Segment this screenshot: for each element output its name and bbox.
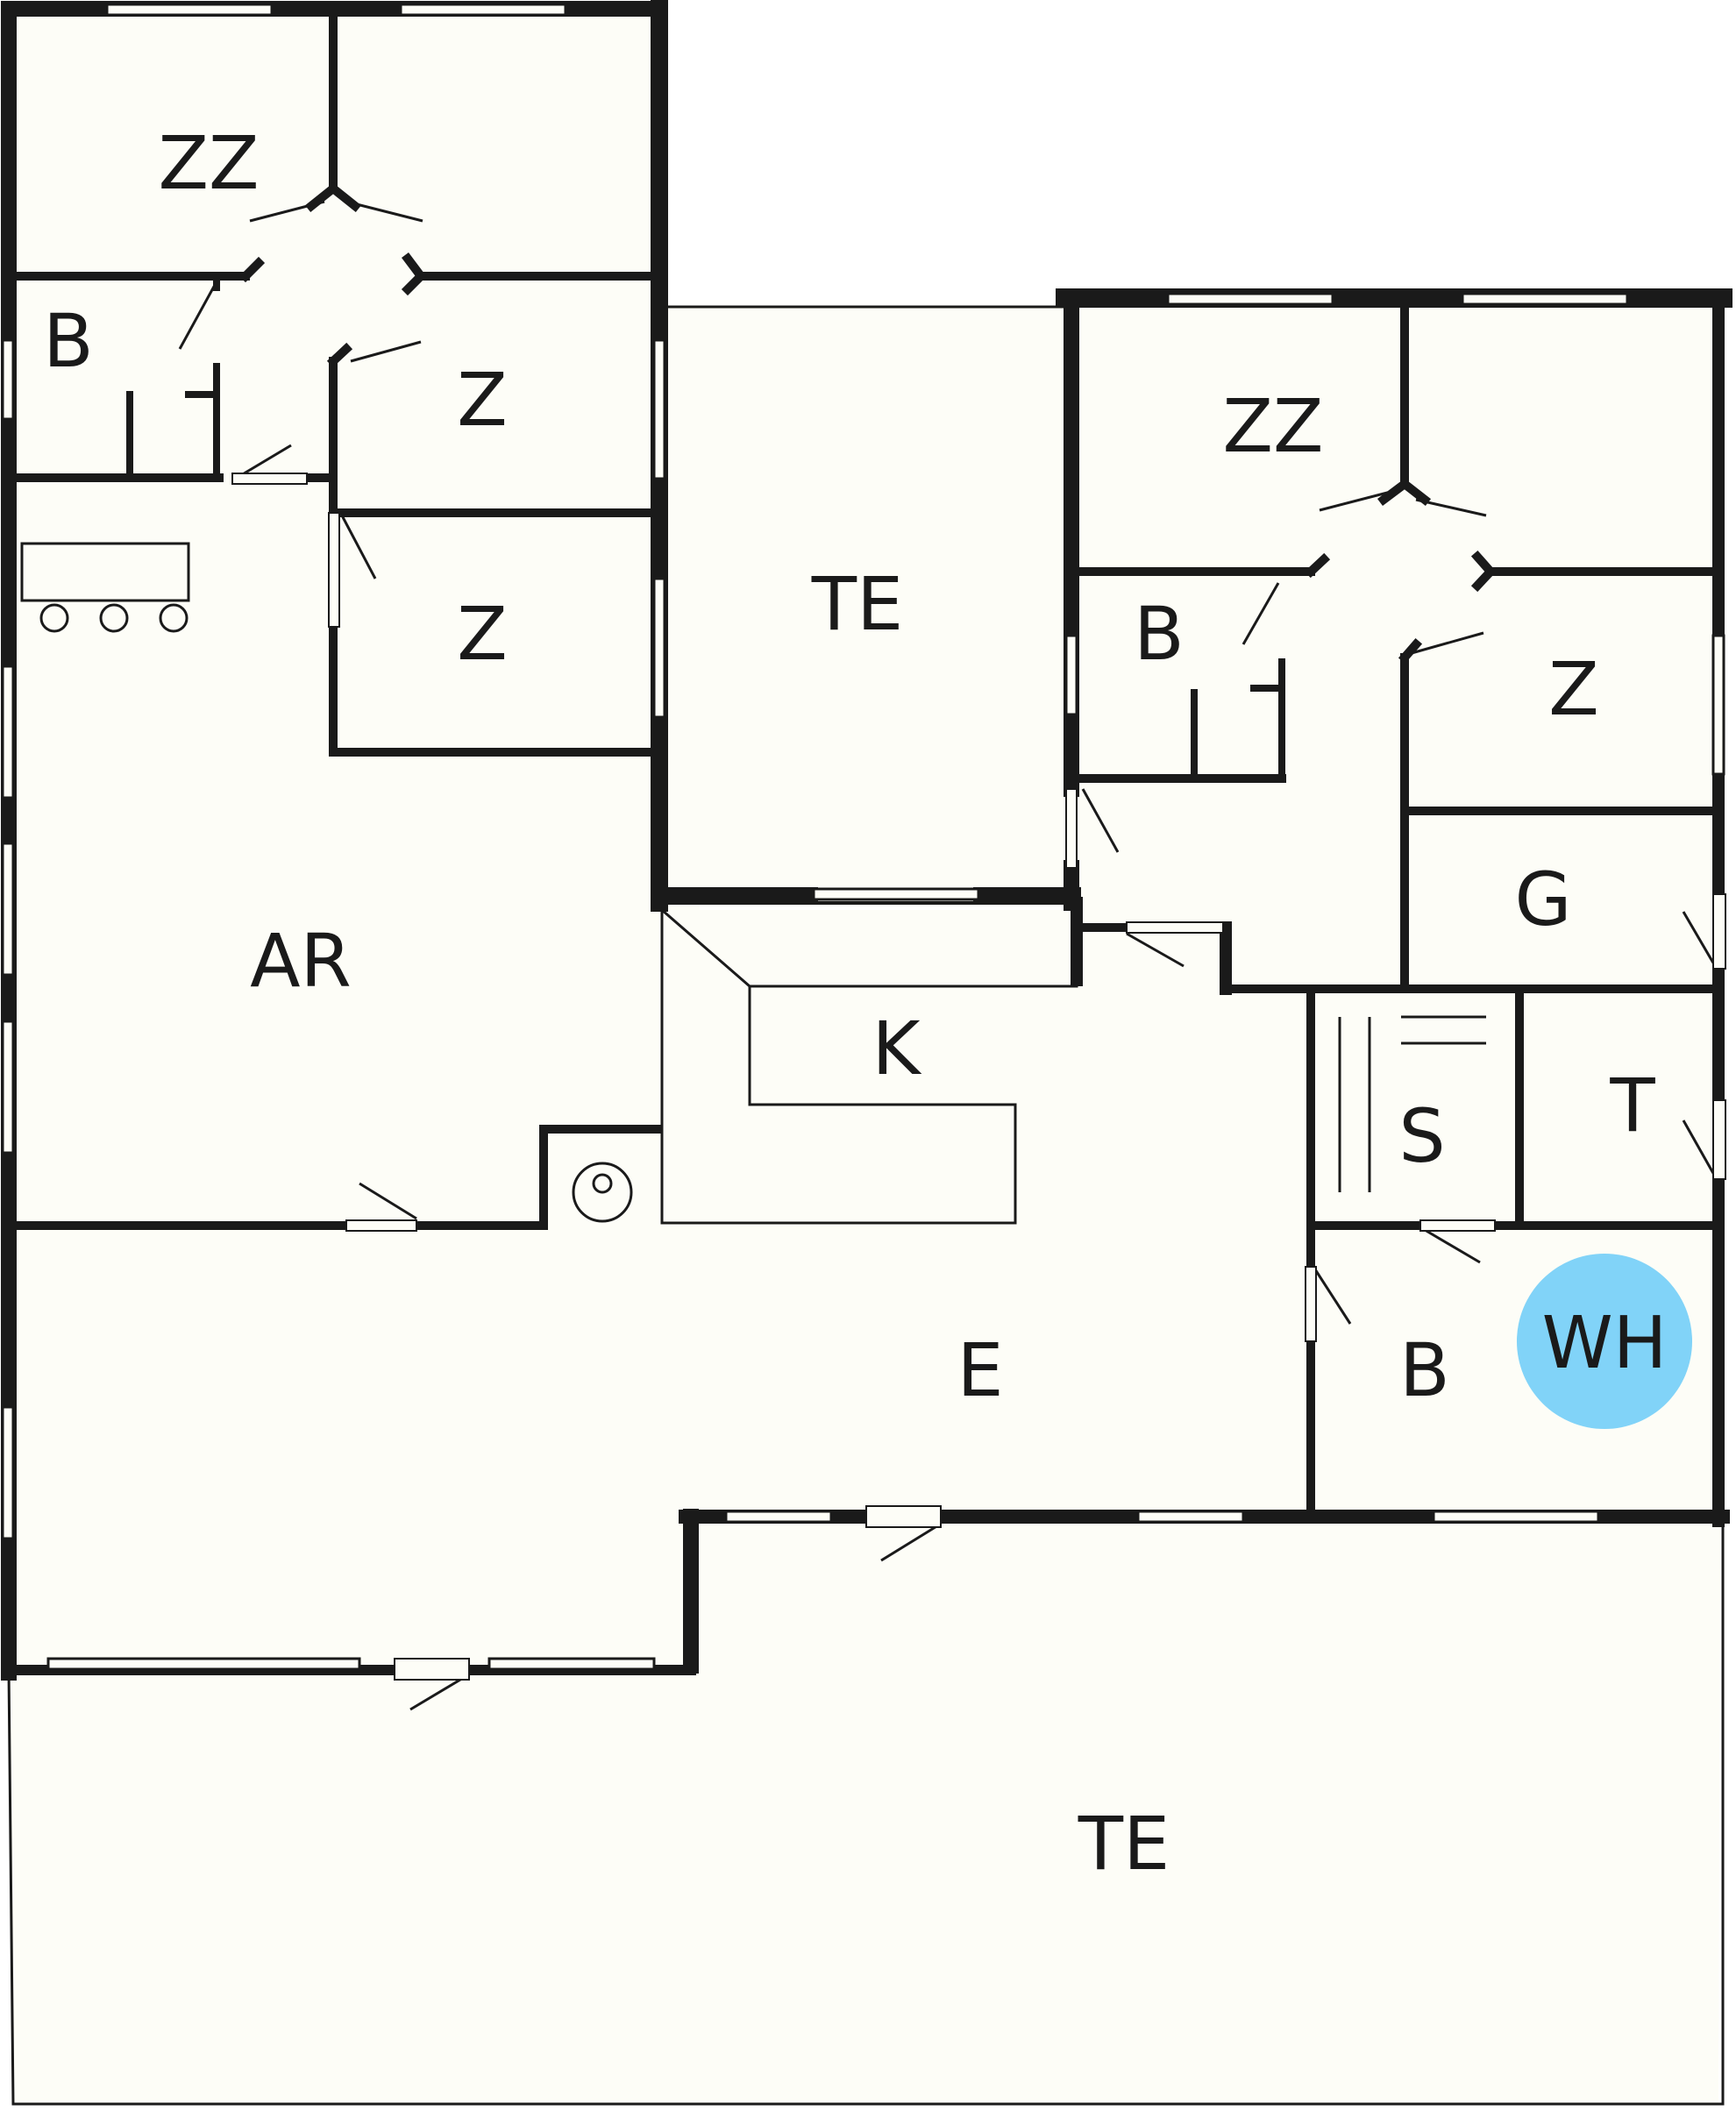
door-openings bbox=[231, 473, 1726, 1681]
kitchen-counter bbox=[660, 906, 1078, 1225]
terrace-outlines bbox=[7, 305, 1725, 2106]
room-label-z-west-upper: Z bbox=[457, 357, 508, 443]
room-label-t: T bbox=[1609, 1063, 1655, 1148]
windows bbox=[1, 3, 1725, 1671]
wh-badge: WH bbox=[1517, 1254, 1692, 1429]
room-label-e: E bbox=[957, 1327, 1003, 1413]
room-label-z-east: Z bbox=[1548, 646, 1599, 732]
room-label-b-east: B bbox=[1134, 591, 1185, 677]
coat-hook bbox=[159, 603, 189, 633]
room-label-zz-west: ZZ bbox=[158, 120, 259, 206]
room-label-zz-east: ZZ bbox=[1222, 383, 1323, 469]
coat-hook bbox=[99, 603, 129, 633]
floor-areas bbox=[9, 9, 1720, 2104]
room-label-te-center: TE bbox=[811, 561, 903, 647]
room-label-te-south: TE bbox=[1078, 1801, 1170, 1887]
room-label-b-west: B bbox=[43, 298, 94, 384]
coat-hook bbox=[39, 603, 69, 633]
stove-inner bbox=[592, 1173, 613, 1194]
room-label-g: G bbox=[1514, 856, 1571, 942]
wh-badge-label: WH bbox=[1542, 1302, 1668, 1385]
room-label-k: K bbox=[872, 1006, 921, 1091]
wh-badge-circle bbox=[1517, 1254, 1692, 1429]
walls bbox=[1, 0, 1732, 1681]
coat-rack bbox=[20, 542, 190, 602]
fixtures bbox=[20, 542, 1486, 1225]
room-label-s: S bbox=[1398, 1093, 1445, 1179]
room-label-ar: AR bbox=[250, 918, 352, 1004]
room-labels: ZZ B Z Z AR TE K ZZ B Z G S T E B TE bbox=[43, 120, 1655, 1887]
room-label-z-west-lower: Z bbox=[457, 591, 508, 677]
room-label-b-south: B bbox=[1399, 1327, 1450, 1413]
